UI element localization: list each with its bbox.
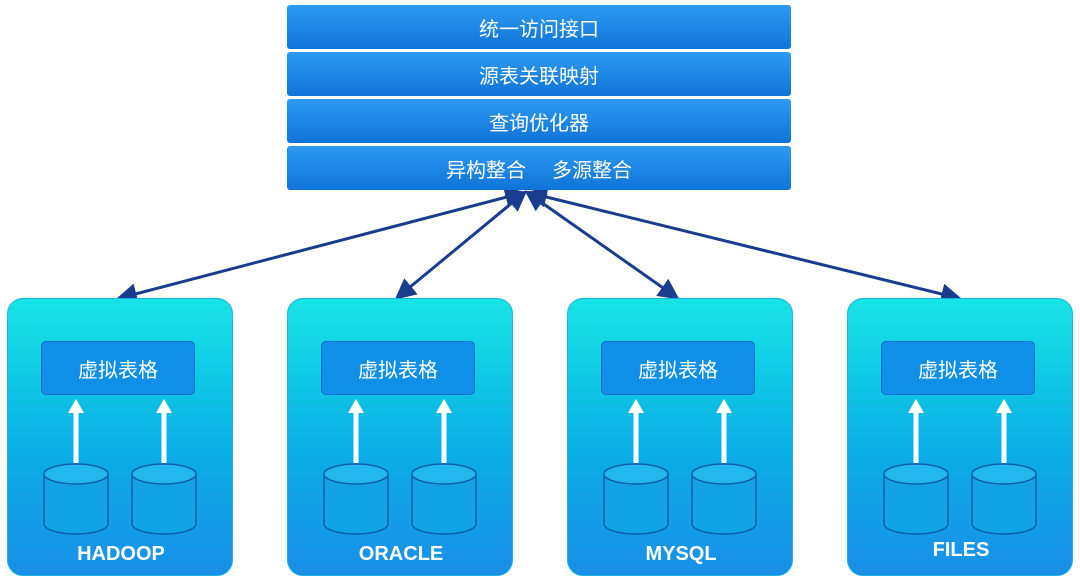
virtual-table-box: 虚拟表格 [601,341,755,395]
layer-label-heterogeneous: 异构整合 [446,157,526,182]
source-panel-oracle: 虚拟表格 ORACLE [287,298,513,576]
up-arrow-icon [996,399,1012,463]
up-arrow-icon [908,399,924,463]
layer-label-multisource: 多源整合 [552,157,632,182]
source-panel-mysql: 虚拟表格 MYSQL [567,298,793,576]
database-cylinder-icon [43,463,109,535]
layer-label: 查询优化器 [489,110,589,135]
source-inner-graphics [43,399,197,535]
source-name: HADOOP [77,543,165,565]
virtual-table-label: 虚拟表格 [358,357,438,382]
up-arrow-icon [156,399,172,463]
source-panel-files: 虚拟表格 FILES [847,298,1073,576]
source-inner-graphics [883,399,1037,535]
virtual-table-label: 虚拟表格 [638,357,718,382]
source-inner-graphics [323,399,477,535]
source-name: MYSQL [645,543,717,565]
database-cylinder-icon [691,463,757,535]
layer-source-mapping: 源表关联映射 [287,52,791,96]
up-arrow-icon [68,399,84,463]
up-arrow-icon [348,399,364,463]
virtual-table-box: 虚拟表格 [41,341,195,395]
source-name: FILES [932,539,990,561]
database-cylinder-icon [883,463,949,535]
connector-mysql [524,190,680,300]
up-arrow-icon [716,399,732,463]
database-cylinder-icon [323,463,389,535]
source-inner-graphics [603,399,757,535]
connector-files [525,186,963,305]
virtual-table-box: 虚拟表格 [321,341,475,395]
database-cylinder-icon [971,463,1037,535]
virtual-table-box: 虚拟表格 [881,341,1035,395]
layer-integration: 异构整合 多源整合 [287,146,791,190]
source-panel-hadoop: 虚拟表格 HADOOP [7,298,233,576]
database-cylinder-icon [411,463,477,535]
up-arrow-icon [628,399,644,463]
source-name: ORACLE [358,543,444,565]
virtual-table-label: 虚拟表格 [78,357,158,382]
layer-label: 统一访问接口 [479,16,599,41]
layer-query-optimizer: 查询优化器 [287,99,791,143]
layer-unified-access: 统一访问接口 [287,5,791,49]
virtual-table-label: 虚拟表格 [918,357,998,382]
up-arrow-icon [436,399,452,463]
database-cylinder-icon [131,463,197,535]
layer-label: 源表关联映射 [479,63,599,88]
connector-oracle [394,190,528,300]
database-cylinder-icon [603,463,669,535]
